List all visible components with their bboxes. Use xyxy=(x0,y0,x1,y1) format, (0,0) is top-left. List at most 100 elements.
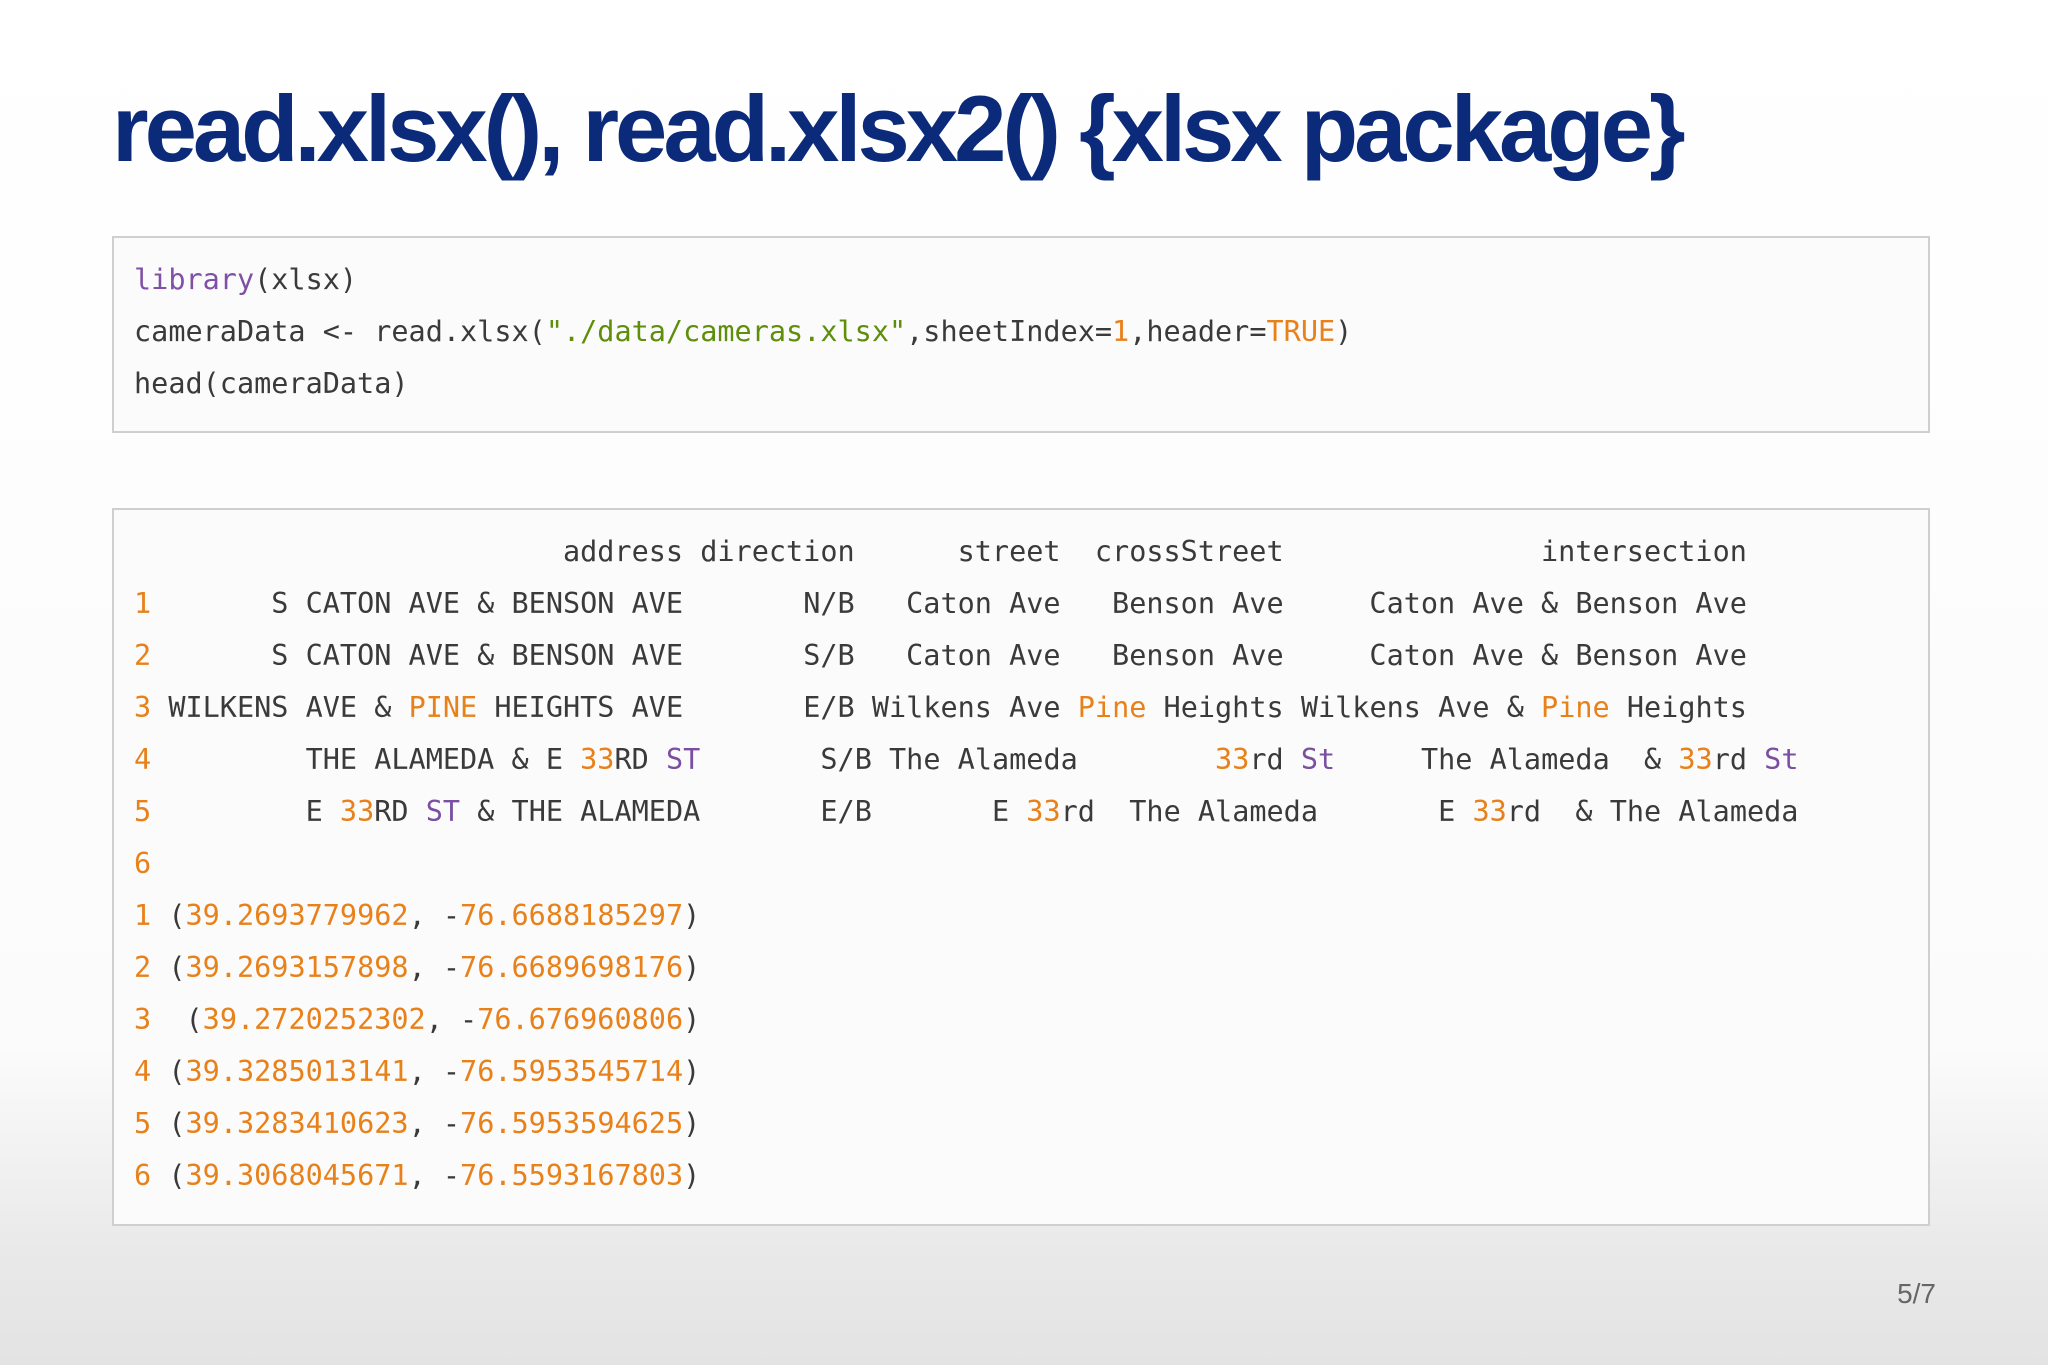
row-text: HEIGHTS AVE E/B Wilkens Ave xyxy=(477,691,1078,724)
row-text: rd xyxy=(1249,743,1301,776)
longitude: 76.6688185297 xyxy=(460,899,684,932)
row-index: 5 xyxy=(134,795,152,828)
paren: ) xyxy=(683,1107,701,1140)
highlighted-word: St xyxy=(1764,743,1799,776)
latitude: 39.3068045671 xyxy=(185,1159,409,1192)
row-text: WILKENS AVE & xyxy=(151,691,409,724)
longitude: 76.6689698176 xyxy=(460,951,684,984)
numeric-literal: 1 xyxy=(1112,315,1130,348)
row-text: Heights Wilkens Ave & xyxy=(1146,691,1542,724)
row-text: THE ALAMEDA & E xyxy=(151,743,581,776)
output-block: address direction street crossStreet int… xyxy=(112,508,1930,1226)
code-text: cameraData <- read.xlsx( xyxy=(134,315,546,348)
output-row: 6 xyxy=(134,838,1928,890)
highlighted-word: ST xyxy=(425,795,461,828)
location-row: 4 (39.3285013141, -76.5953545714) xyxy=(134,1046,1928,1098)
output-row: 1 S CATON AVE & BENSON AVE N/B Caton Ave… xyxy=(134,578,1928,630)
highlighted-word: PINE xyxy=(408,691,478,724)
output-row: 2 S CATON AVE & BENSON AVE S/B Caton Ave… xyxy=(134,630,1928,682)
output-header: address direction street crossStreet int… xyxy=(134,535,1747,568)
boolean-literal: TRUE xyxy=(1266,315,1336,348)
paren: ( xyxy=(151,951,186,984)
paren: ) xyxy=(683,1055,701,1088)
highlighted-number: 33 xyxy=(580,743,615,776)
row-index: 4 xyxy=(134,743,152,776)
separator: , - xyxy=(408,1055,461,1088)
row-text: The Alameda & xyxy=(1335,743,1679,776)
row-index: 4 xyxy=(134,1055,152,1088)
location-row: 1 (39.2693779962, -76.6688185297) xyxy=(134,890,1928,942)
code-line: head(cameraData) xyxy=(134,358,1928,410)
paren: ) xyxy=(683,951,701,984)
code-text: ,sheetIndex= xyxy=(906,315,1113,348)
row-text: S CATON AVE & BENSON AVE N/B Caton Ave B… xyxy=(151,587,1747,620)
row-index: 1 xyxy=(134,587,152,620)
row-text: rd xyxy=(1712,743,1765,776)
row-index: 2 xyxy=(134,639,152,672)
row-text: rd & The Alameda xyxy=(1506,795,1799,828)
row-text: RD xyxy=(374,795,426,828)
row-index: 6 xyxy=(134,847,152,880)
page-number: 5/7 xyxy=(1897,1278,1936,1309)
row-text: RD xyxy=(614,743,666,776)
paren: ) xyxy=(683,1003,701,1036)
highlighted-word: ST xyxy=(665,743,701,776)
separator: , - xyxy=(408,899,461,932)
code-line: cameraData <- read.xlsx("./data/cameras.… xyxy=(134,306,1928,358)
latitude: 39.3285013141 xyxy=(185,1055,409,1088)
row-text: Heights xyxy=(1609,691,1747,724)
paren: ( xyxy=(151,1055,186,1088)
longitude: 76.5593167803 xyxy=(460,1159,684,1192)
code-block: library(xlsx) cameraData <- read.xlsx(".… xyxy=(112,236,1930,433)
location-row: 5 (39.3283410623, -76.5953594625) xyxy=(134,1098,1928,1150)
highlighted-number: 33 xyxy=(1026,795,1061,828)
longitude: 76.5953545714 xyxy=(460,1055,684,1088)
code-text: ) xyxy=(1335,315,1353,348)
location-row: 6 (39.3068045671, -76.5593167803) xyxy=(134,1150,1928,1202)
row-index: 5 xyxy=(134,1107,152,1140)
latitude: 39.3283410623 xyxy=(185,1107,409,1140)
row-text: & THE ALAMEDA E/B E xyxy=(460,795,1027,828)
location-row: 3 (39.2720252302, -76.676960806) xyxy=(134,994,1928,1046)
paren: ( xyxy=(151,899,186,932)
slide-title: read.xlsx(), read.xlsx2() {xlsx package} xyxy=(112,76,1686,181)
separator: , - xyxy=(425,1003,478,1036)
code-line: library(xlsx) xyxy=(134,254,1928,306)
paren: ) xyxy=(683,1159,701,1192)
latitude: 39.2693779962 xyxy=(185,899,409,932)
highlighted-number: 33 xyxy=(1678,743,1713,776)
separator: , - xyxy=(408,1159,461,1192)
longitude: 76.676960806 xyxy=(477,1003,684,1036)
function-name: library xyxy=(134,263,255,296)
latitude: 39.2693157898 xyxy=(185,951,409,984)
paren: ( xyxy=(151,1003,203,1036)
latitude: 39.2720252302 xyxy=(202,1003,426,1036)
highlighted-number: 33 xyxy=(1215,743,1250,776)
code-text: ,header= xyxy=(1129,315,1267,348)
output-row: 5 E 33RD ST & THE ALAMEDA E/B E 33rd The… xyxy=(134,786,1928,838)
highlighted-number: 33 xyxy=(1472,795,1507,828)
code-text: (xlsx) xyxy=(254,263,358,296)
paren: ( xyxy=(151,1107,186,1140)
row-text: S/B The Alameda xyxy=(700,743,1216,776)
row-index: 3 xyxy=(134,691,152,724)
highlighted-word: Pine xyxy=(1077,691,1147,724)
row-text: rd The Alameda E xyxy=(1060,795,1473,828)
highlighted-word: Pine xyxy=(1541,691,1610,724)
output-row: 3 WILKENS AVE & PINE HEIGHTS AVE E/B Wil… xyxy=(134,682,1928,734)
code-text: head(cameraData) xyxy=(134,367,409,400)
row-index: 3 xyxy=(134,1003,152,1036)
row-index: 2 xyxy=(134,951,152,984)
highlighted-number: 33 xyxy=(339,795,375,828)
output-row: 4 THE ALAMEDA & E 33RD ST S/B The Alamed… xyxy=(134,734,1928,786)
row-text: S CATON AVE & BENSON AVE S/B Caton Ave B… xyxy=(151,639,1747,672)
row-index: 1 xyxy=(134,899,152,932)
location-row: 2 (39.2693157898, -76.6689698176) xyxy=(134,942,1928,994)
longitude: 76.5953594625 xyxy=(460,1107,684,1140)
row-text: E xyxy=(151,795,340,828)
string-literal: "./data/cameras.xlsx" xyxy=(545,315,907,348)
row-index: 6 xyxy=(134,1159,152,1192)
highlighted-word: St xyxy=(1300,743,1336,776)
separator: , - xyxy=(408,951,461,984)
paren: ( xyxy=(151,1159,186,1192)
